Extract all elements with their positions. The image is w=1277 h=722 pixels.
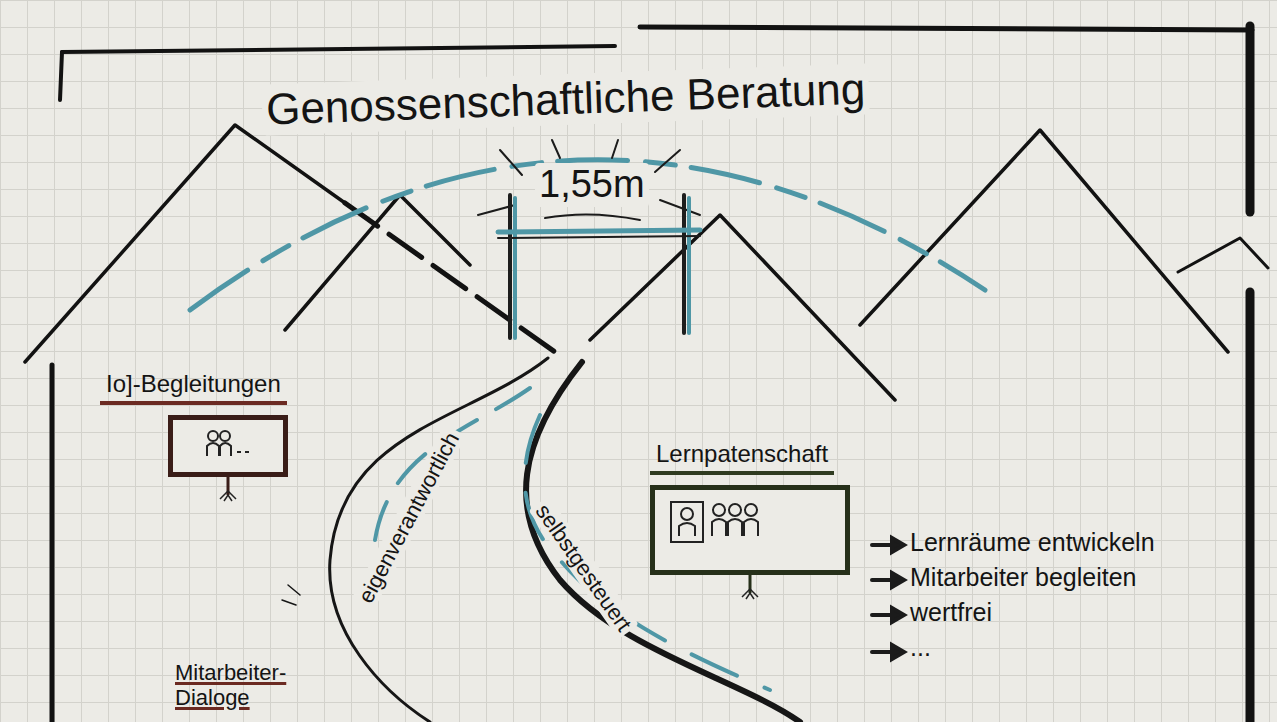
list-arrows bbox=[872, 538, 904, 659]
note-label: Lernräume entwickeln bbox=[910, 528, 1155, 557]
arc bbox=[190, 160, 985, 310]
sign-node: Lernpatenschaft bbox=[650, 440, 850, 601]
sign-post bbox=[650, 575, 850, 601]
chart-title: Genossenschaftliche Beratung bbox=[261, 63, 870, 135]
note-label: Mitarbeiter- Dialoge bbox=[175, 660, 315, 711]
sign-heading: Io]-Begleitungen bbox=[100, 370, 287, 405]
note-label: selbstgesteuert bbox=[528, 496, 639, 639]
sign-board bbox=[650, 485, 850, 575]
goal-gate bbox=[498, 195, 700, 338]
note-label: ... bbox=[910, 633, 931, 662]
sign-post bbox=[168, 477, 288, 503]
note-label: wertfrei bbox=[910, 598, 992, 627]
mountains bbox=[25, 125, 1268, 400]
sign-icon bbox=[655, 490, 845, 570]
note-label: eigenverantwortlich bbox=[351, 424, 466, 610]
sign-heading: Lernpatenschaft bbox=[650, 440, 834, 475]
sign-board bbox=[168, 415, 288, 477]
note-label: 1,55m bbox=[535, 163, 649, 207]
note-label: Mitarbeiter begleiten bbox=[910, 563, 1137, 592]
sign-node: Io]-Begleitungen bbox=[100, 370, 288, 503]
sign-icon bbox=[173, 420, 283, 472]
